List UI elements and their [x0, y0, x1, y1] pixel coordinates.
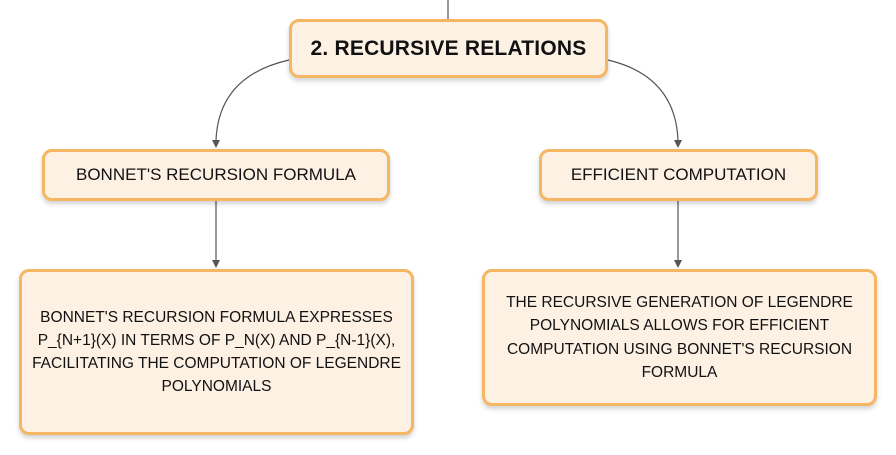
- connector-root-to-left: [215, 59, 290, 141]
- detail-node-efficient-computation[interactable]: THE RECURSIVE GENERATION OF LEGENDRE POL…: [482, 269, 877, 406]
- arrowhead-left-leaf: [212, 260, 220, 268]
- node-label: BONNET'S RECURSION FORMULA: [76, 165, 356, 184]
- node-bonnets-recursion-formula[interactable]: BONNET'S RECURSION FORMULA: [42, 149, 390, 201]
- connector-root-to-right: [607, 59, 679, 141]
- arrowhead-right-mid: [674, 140, 682, 148]
- root-node[interactable]: 2. RECURSIVE RELATIONS: [289, 19, 608, 78]
- detail-node-bonnet[interactable]: BONNET'S RECURSION FORMULA EXPRESSES P_{…: [19, 269, 414, 435]
- node-label: EFFICIENT COMPUTATION: [570, 165, 787, 184]
- detail-text: BONNET'S RECURSION FORMULA EXPRESSES P_{…: [32, 308, 401, 396]
- arrowhead-right-leaf: [674, 260, 682, 268]
- detail-text: THE RECURSIVE GENERATION OF LEGENDRE POL…: [506, 294, 853, 381]
- arrowhead-left-mid: [212, 140, 220, 148]
- node-efficient-computation[interactable]: EFFICIENT COMPUTATION: [539, 149, 818, 201]
- root-node-label: 2. RECURSIVE RELATIONS: [310, 36, 587, 60]
